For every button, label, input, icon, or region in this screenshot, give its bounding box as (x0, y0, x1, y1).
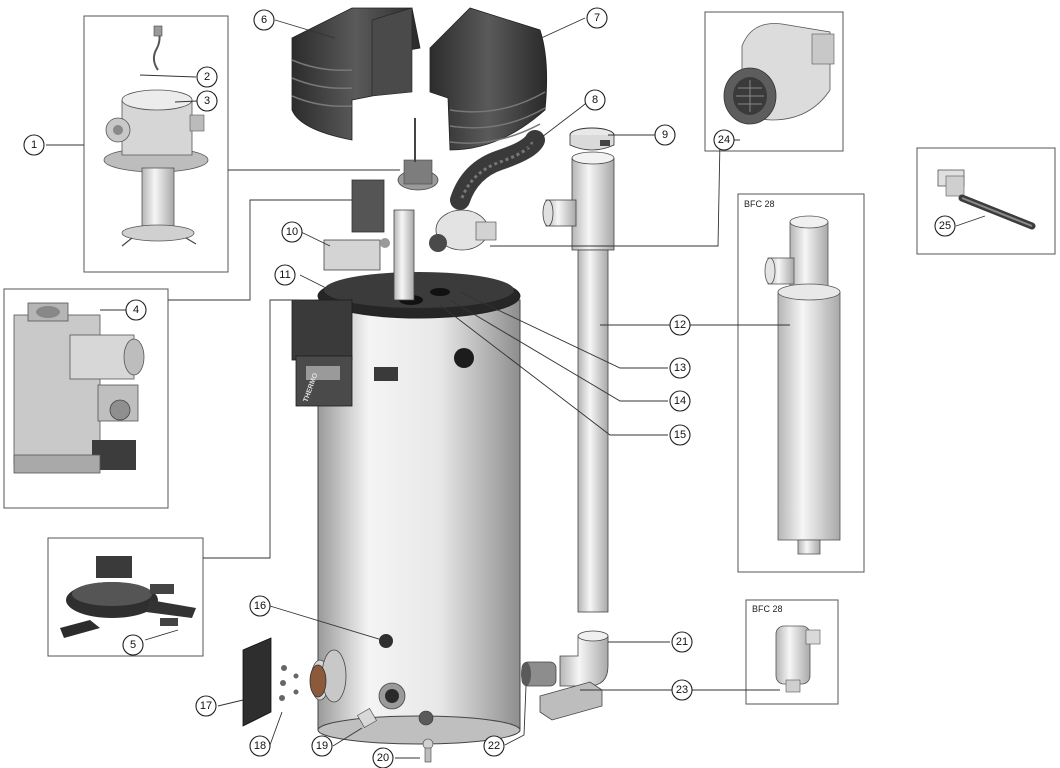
blower-illustration (723, 23, 835, 125)
svg-text:12: 12 (674, 319, 686, 331)
svg-text:18: 18 (254, 740, 266, 752)
bfc-small-illustration (775, 625, 821, 693)
svg-text:7: 7 (594, 12, 600, 24)
svg-text:1: 1 (31, 139, 37, 151)
detail-box-blower (704, 11, 844, 152)
sensor-illustration (937, 169, 1036, 230)
svg-text:20: 20 (377, 752, 389, 764)
detail-box-burner (83, 15, 229, 273)
callout-24: 24 (713, 129, 735, 151)
gas-valve-illustration (13, 302, 145, 474)
bfc-small-label: BFC 28 (752, 604, 783, 614)
detail-box-bfc-small (745, 599, 839, 705)
svg-text:25: 25 (939, 220, 951, 232)
callout-13: 13 (669, 357, 691, 379)
callout-3: 3 (196, 90, 218, 112)
svg-text:21: 21 (676, 636, 688, 648)
callout-4: 4 (125, 299, 147, 321)
callout-25: 25 (934, 215, 956, 237)
svg-text:9: 9 (662, 129, 668, 141)
burner-assembly-illustration (103, 25, 209, 247)
callout-22: 22 (483, 735, 505, 757)
detail-box-bfc-large (737, 193, 865, 573)
svg-text:22: 22 (488, 740, 500, 752)
callout-7: 7 (586, 7, 608, 29)
detail-box-sensor (916, 147, 1056, 255)
svg-text:8: 8 (592, 94, 598, 106)
callout-16: 16 (249, 595, 271, 617)
svg-text:4: 4 (133, 304, 139, 316)
detail-box-gas-valve (3, 288, 169, 509)
coupling-illustration (569, 127, 615, 151)
callout-5: 5 (122, 634, 144, 656)
elbow-illustration (559, 630, 609, 687)
pressure-switch-illustration (60, 556, 196, 638)
svg-text:2: 2 (204, 71, 210, 83)
svg-text:17: 17 (200, 700, 212, 712)
svg-text:14: 14 (674, 395, 686, 407)
callout-12: 12 (669, 314, 691, 336)
bfc-large-label: BFC 28 (744, 199, 775, 209)
callout-9: 9 (654, 124, 676, 146)
callout-10: 10 (281, 221, 303, 243)
condensate-trap-illustration (521, 661, 603, 721)
bfc-large-illustration (764, 215, 841, 555)
callout-6: 6 (253, 9, 275, 31)
svg-text:13: 13 (674, 362, 686, 374)
callout-20: 20 (372, 747, 394, 768)
svg-text:24: 24 (718, 134, 730, 146)
callout-21: 21 (671, 631, 693, 653)
svg-text:3: 3 (204, 95, 210, 107)
callout-23: 23 (671, 679, 693, 701)
insulation-halves-illustration (291, 7, 548, 151)
callout-11: 11 (274, 264, 296, 286)
flex-hose-illustration (450, 130, 545, 210)
vent-pipe-illustration (542, 151, 615, 613)
callout-2: 2 (196, 66, 218, 88)
leader-lines (46, 17, 986, 759)
callout-14: 14 (669, 390, 691, 412)
callout-19: 19 (311, 735, 333, 757)
svg-text:10: 10 (286, 226, 298, 238)
callout-18: 18 (249, 735, 271, 757)
svg-text:11: 11 (279, 269, 290, 281)
callout-8: 8 (584, 89, 606, 111)
svg-text:5: 5 (130, 639, 136, 651)
callout-1: 1 (23, 134, 45, 156)
access-panel-illustration (242, 637, 327, 727)
water-heater-tank-illustration: THERMO (291, 118, 521, 763)
callout-17: 17 (195, 695, 217, 717)
callout-15: 15 (669, 424, 691, 446)
svg-text:6: 6 (261, 14, 267, 26)
svg-text:16: 16 (254, 600, 266, 612)
svg-text:15: 15 (674, 429, 686, 441)
detail-box-pressure-switch (47, 537, 204, 657)
svg-text:19: 19 (316, 740, 328, 752)
svg-text:23: 23 (676, 684, 688, 696)
